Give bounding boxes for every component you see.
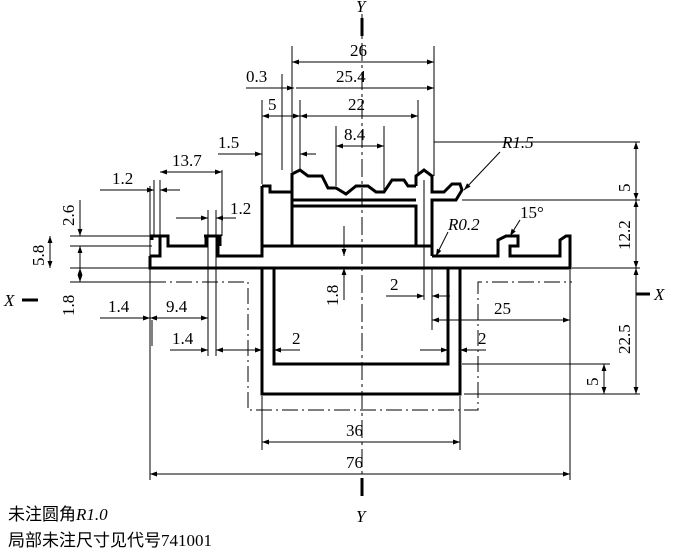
- dim-1-4-b: 1.4: [172, 329, 194, 348]
- dim-36: 36: [346, 421, 363, 440]
- dim-9-4: 9.4: [166, 297, 188, 316]
- y-axis-label-bottom: Y: [356, 507, 367, 526]
- dim-2-6: 2.6: [59, 205, 78, 226]
- dim-2-mid: 2: [390, 275, 399, 294]
- dim-5-8: 5.8: [29, 245, 48, 266]
- x-axis-label-left: X: [3, 291, 15, 310]
- dim-1-2-a: 1.2: [112, 169, 133, 188]
- dim-1-8-mid: 1.8: [323, 285, 342, 306]
- dim-2-left: 2: [292, 329, 301, 348]
- note-line-2: 局部未注尺寸见代号741001: [8, 531, 212, 550]
- dim-2-right: 2: [478, 329, 487, 348]
- callout-angle-15: 15°: [520, 203, 544, 222]
- dim-1-2-b: 1.2: [230, 199, 251, 218]
- dim-12-2: 12.2: [615, 220, 634, 250]
- dim-8-4: 8.4: [344, 125, 366, 144]
- phantom-outline: [150, 281, 572, 411]
- dim-5-bottom: 5: [583, 378, 602, 387]
- dim-22: 22: [348, 95, 365, 114]
- dim-22-5: 22.5: [615, 324, 634, 354]
- dim-5-right: 5: [615, 184, 634, 193]
- callout-r0-2: R0.2: [447, 215, 480, 234]
- dim-1-5: 1.5: [218, 133, 239, 152]
- dim-76: 76: [346, 453, 363, 472]
- dim-5-top: 5: [268, 95, 277, 114]
- x-axis-label-right: X: [653, 285, 665, 304]
- note-line-1-radius: R1.0: [76, 505, 108, 524]
- note-line-1: 未注圆角R1.0: [8, 502, 212, 528]
- note-line-1-text: 未注圆角: [8, 505, 76, 524]
- dim-25: 25: [494, 299, 511, 318]
- callout-r1-5: R1.5: [501, 133, 534, 152]
- y-axis-label-top: Y: [356, 0, 367, 16]
- extension-lines: [70, 46, 640, 480]
- drawing-notes: 未注圆角R1.0 局部未注尺寸见代号741001: [8, 502, 212, 554]
- dim-25-4: 25.4: [336, 67, 366, 86]
- dim-1-4-a: 1.4: [108, 297, 130, 316]
- dim-1-8-left: 1.8: [59, 295, 78, 316]
- dim-0-3: 0.3: [246, 67, 267, 86]
- dim-13-7: 13.7: [172, 151, 202, 170]
- dim-26: 26: [350, 41, 367, 60]
- profile-outline: [148, 168, 572, 396]
- dimension-lines: [47, 59, 639, 477]
